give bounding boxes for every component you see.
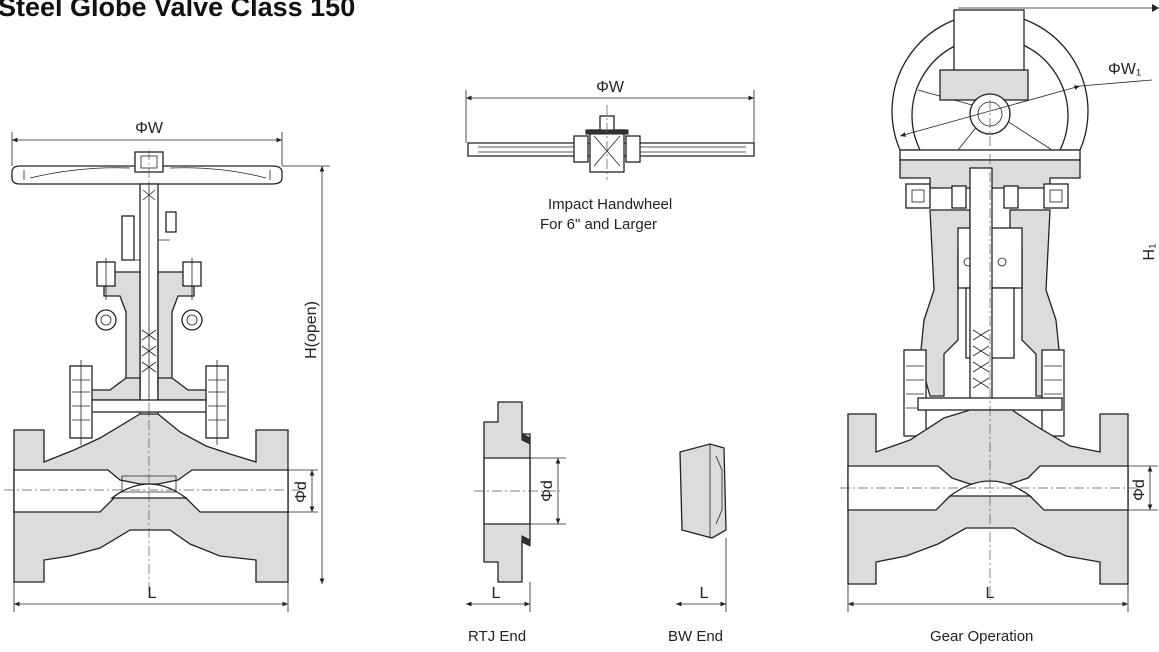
rtj-caption: RTJ End xyxy=(468,628,527,645)
standard-dim-d: Φd xyxy=(293,481,310,503)
rtj-dim-d: Φd xyxy=(539,480,556,502)
standard-dimensions: ΦW H(open) Φd L xyxy=(11,120,330,612)
impact-dim-w: ΦW xyxy=(596,79,625,96)
valve-body xyxy=(4,150,300,600)
standard-valve-view: ΦW H(open) Φd L xyxy=(4,120,330,612)
impact-caption-line2: For 6" and Larger xyxy=(540,216,658,233)
handwheel xyxy=(11,151,283,185)
gland-bolts xyxy=(95,258,203,331)
gear-dimensions: ΦW₁ H₁ Φd L xyxy=(847,61,1158,612)
gear-dim-h1: H₁ xyxy=(1141,244,1158,261)
bw-end-view: L xyxy=(676,443,727,612)
standard-dim-l: L xyxy=(148,585,157,602)
rtj-end-view: Φd L xyxy=(466,401,566,612)
impact-handwheel-view: ΦW xyxy=(465,79,755,180)
valve-bonnet xyxy=(69,360,229,445)
standard-dim-w: ΦW xyxy=(135,120,164,137)
standard-dim-h: H(open) xyxy=(303,301,320,359)
gear-valve-body xyxy=(840,100,1140,600)
rtj-dim-l: L xyxy=(492,585,501,602)
gear-bonnet-bolts xyxy=(903,349,1065,437)
bw-caption: BW End xyxy=(668,628,724,645)
impact-caption-line1: Impact Handwheel xyxy=(548,196,673,213)
drawing-title: Steel Globe Valve Class 150 xyxy=(0,0,356,22)
gear-caption: Gear Operation xyxy=(930,628,1034,645)
bw-dim-l: L xyxy=(700,585,709,602)
gear-dim-w1: ΦW₁ xyxy=(1108,61,1141,78)
gear-dim-l: L xyxy=(986,585,995,602)
gear-yoke xyxy=(919,167,1061,425)
gear-dim-d: Φd xyxy=(1131,479,1148,501)
gear-operation-view: ΦW₁ H₁ Φd L xyxy=(840,4,1159,612)
